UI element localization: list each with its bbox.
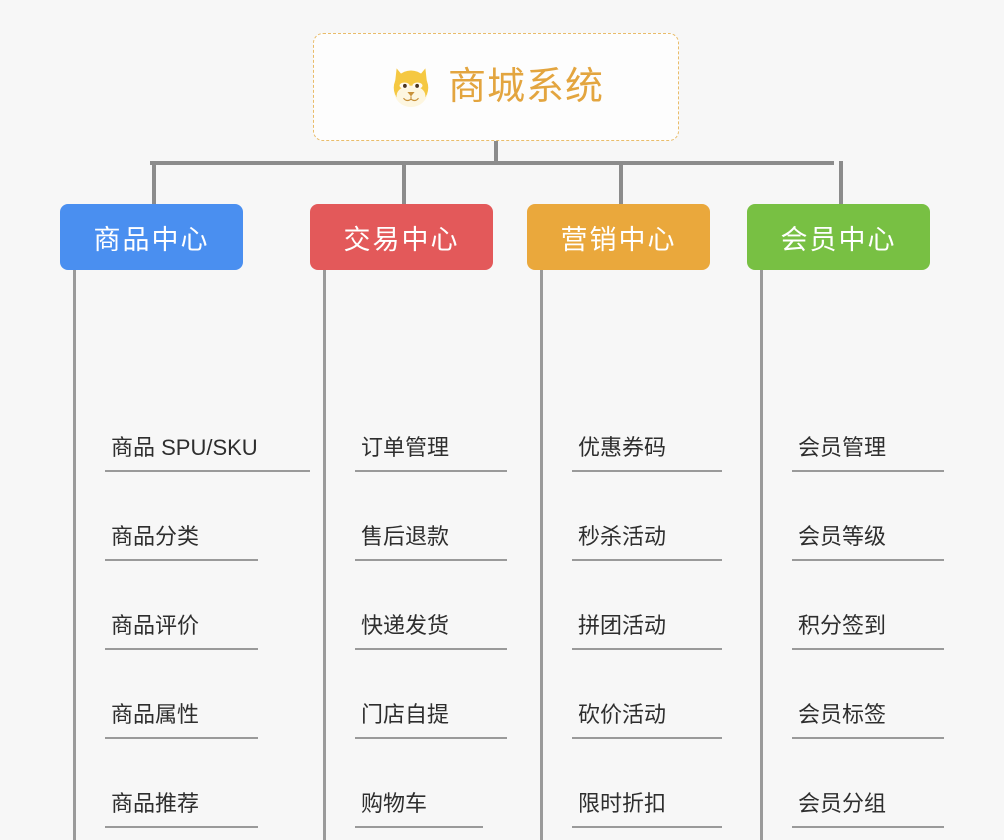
- leaf-item[interactable]: 商品推荐: [105, 739, 258, 828]
- leaf-underline: [105, 559, 258, 561]
- leaf-label: 快递发货: [361, 612, 450, 638]
- leaf-item[interactable]: 秒杀活动: [572, 472, 722, 561]
- leaf-label: 商品属性: [111, 701, 200, 727]
- leaf-underline: [572, 737, 722, 739]
- leaf-underline: [105, 826, 258, 828]
- branch-header-trade-center[interactable]: 交易中心: [310, 204, 493, 270]
- branch-header-member-center[interactable]: 会员中心: [747, 204, 930, 270]
- leaf-label: 售后退款: [361, 523, 450, 549]
- leaf-label: 限时折扣: [578, 790, 667, 816]
- leaf-item[interactable]: 商品评价: [105, 561, 258, 650]
- leaf-underline: [105, 737, 258, 739]
- leaf-label: 商品分类: [111, 523, 200, 549]
- leaf-underline: [105, 648, 258, 650]
- leaf-label: 门店自提: [361, 701, 450, 727]
- leaf-item[interactable]: 会员标签: [792, 650, 944, 739]
- leaf-underline: [792, 737, 944, 739]
- leaf-underline: [792, 648, 944, 650]
- leaf-item[interactable]: 商品品牌: [105, 828, 258, 840]
- leaf-label: 商品推荐: [111, 790, 200, 816]
- leaf-item[interactable]: 购物车: [355, 739, 483, 828]
- leaf-item[interactable]: 快递发货: [355, 561, 507, 650]
- leaf-label: 积分签到: [798, 612, 887, 638]
- leaf-label: 会员等级: [798, 523, 887, 549]
- leaf-item[interactable]: 积分签到: [792, 561, 944, 650]
- leaf-underline: [105, 470, 310, 472]
- leaf-item[interactable]: 门店自提: [355, 650, 507, 739]
- leaf-label: 商品 SPU/SKU: [111, 434, 258, 460]
- branch-header-marketing-center[interactable]: 营销中心: [527, 204, 710, 270]
- leaf-underline: [355, 737, 507, 739]
- branch-stem-marketing-center: [619, 161, 623, 204]
- leaf-underline: [355, 648, 507, 650]
- root-node[interactable]: 商城系统: [313, 33, 679, 141]
- leaf-item[interactable]: 商品分类: [105, 472, 258, 561]
- leaf-item[interactable]: 会员管理: [792, 383, 944, 472]
- leaf-item[interactable]: 会员等级: [792, 472, 944, 561]
- leaf-item[interactable]: 限时折扣: [572, 739, 722, 828]
- leaf-label: 会员管理: [798, 434, 887, 460]
- leaf-label: 购物车: [361, 790, 428, 816]
- root-trunk-connector: [494, 141, 498, 165]
- leaf-underline: [792, 470, 944, 472]
- leaf-underline: [572, 559, 722, 561]
- leaf-item[interactable]: 会员分组: [792, 739, 944, 828]
- leaf-item[interactable]: 拼团活动: [572, 561, 722, 650]
- dog-face-icon: [393, 68, 429, 108]
- leaf-underline: [355, 559, 507, 561]
- root-title: 商城系统: [447, 66, 604, 108]
- leaf-label: 优惠券码: [578, 434, 667, 460]
- branch-header-product-center[interactable]: 商品中心: [60, 204, 243, 270]
- leaf-label: 秒杀活动: [578, 523, 667, 549]
- leaf-label: 会员分组: [798, 790, 887, 816]
- leaf-underline: [792, 559, 944, 561]
- leaf-item[interactable]: 商品 SPU/SKU: [105, 383, 310, 472]
- leaf-underline: [792, 826, 944, 828]
- branch-spine-trade-center: [323, 270, 326, 840]
- branch-spine-marketing-center: [540, 270, 543, 840]
- branch-bus-connector: [150, 161, 834, 165]
- leaf-item[interactable]: 优惠券码: [572, 383, 722, 472]
- leaf-item[interactable]: 收货地址: [792, 828, 944, 840]
- leaf-underline: [355, 470, 507, 472]
- leaf-item[interactable]: 砍价活动: [572, 650, 722, 739]
- leaf-underline: [572, 648, 722, 650]
- leaf-label: 商品评价: [111, 612, 200, 638]
- branch-stem-member-center: [839, 161, 843, 204]
- branch-spine-product-center: [73, 270, 76, 840]
- leaf-item[interactable]: 售后退款: [355, 472, 507, 561]
- branch-stem-product-center: [152, 161, 156, 204]
- branch-stem-trade-center: [402, 161, 406, 204]
- leaf-underline: [355, 826, 483, 828]
- leaf-item[interactable]: 订单管理: [355, 383, 507, 472]
- leaf-label: 拼团活动: [578, 612, 667, 638]
- leaf-label: 会员标签: [798, 701, 887, 727]
- branch-spine-member-center: [760, 270, 763, 840]
- leaf-item[interactable]: 满减送: [572, 828, 697, 840]
- leaf-label: 订单管理: [361, 434, 450, 460]
- leaf-underline: [572, 826, 722, 828]
- leaf-item[interactable]: 销售分佣: [355, 828, 507, 840]
- leaf-item[interactable]: 商品属性: [105, 650, 258, 739]
- leaf-underline: [572, 470, 722, 472]
- leaf-label: 砍价活动: [578, 701, 667, 727]
